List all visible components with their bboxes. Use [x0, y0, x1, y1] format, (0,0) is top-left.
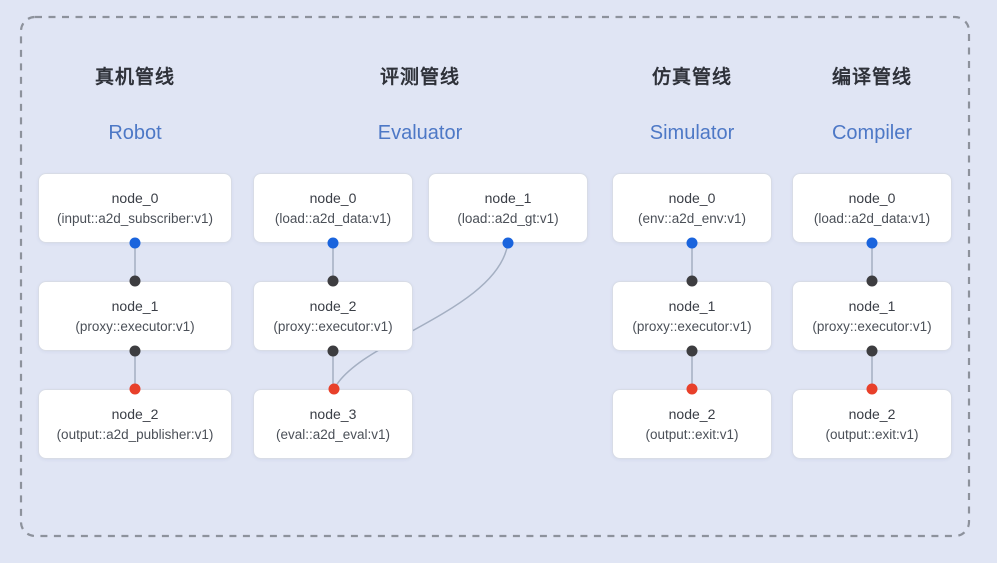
node-box-compiler-node-0: node_0 (load::a2d_data:v1) [792, 173, 952, 243]
pipeline-title-zh-evaluator: 评测管线 [379, 67, 460, 88]
node-name: node_1 [111, 297, 159, 314]
node-type: (output::a2d_publisher:v1) [56, 426, 214, 442]
node-type: (proxy::executor:v1) [812, 318, 932, 334]
node-name: node_0 [111, 189, 159, 206]
node-name: node_2 [111, 405, 159, 422]
node-box-simulator-node-2: node_2 (output::exit:v1) [612, 389, 772, 459]
node-box-simulator-node-0: node_0 (env::a2d_env:v1) [612, 173, 772, 243]
node-name: node_3 [309, 405, 357, 422]
node-type: (output::exit:v1) [645, 426, 739, 442]
node-name: node_2 [309, 297, 357, 314]
node-name: node_1 [668, 297, 716, 314]
node-name: node_0 [668, 189, 716, 206]
node-box-robot-node-2: node_2 (output::a2d_publisher:v1) [38, 389, 232, 459]
node-box-robot-node-1: node_1 (proxy::executor:v1) [38, 281, 232, 351]
node-type: (load::a2d_data:v1) [813, 210, 931, 226]
node-type: (proxy::executor:v1) [632, 318, 752, 334]
node-name: node_1 [484, 189, 532, 206]
pipeline-title-en-evaluator: Evaluator [377, 122, 463, 144]
node-box-evaluator-node-2: node_2 (proxy::executor:v1) [253, 281, 413, 351]
node-name: node_2 [668, 405, 716, 422]
pipeline-title-zh-compiler: 编译管线 [831, 67, 912, 88]
node-box-robot-node-0: node_0 (input::a2d_subscriber:v1) [38, 173, 232, 243]
node-name: node_2 [848, 405, 896, 422]
node-name: node_0 [848, 189, 896, 206]
node-type: (proxy::executor:v1) [273, 318, 393, 334]
node-type: (load::a2d_gt:v1) [457, 210, 559, 226]
pipeline-title-zh-robot: 真机管线 [94, 67, 175, 88]
node-type: (eval::a2d_eval:v1) [275, 426, 391, 442]
node-box-compiler-node-1: node_1 (proxy::executor:v1) [792, 281, 952, 351]
node-box-compiler-node-2: node_2 (output::exit:v1) [792, 389, 952, 459]
node-type: (env::a2d_env:v1) [637, 210, 747, 226]
node-name: node_0 [309, 189, 357, 206]
node-name: node_1 [848, 297, 896, 314]
node-type: (load::a2d_data:v1) [274, 210, 392, 226]
node-box-evaluator-node-3: node_3 (eval::a2d_eval:v1) [253, 389, 413, 459]
node-type: (input::a2d_subscriber:v1) [56, 210, 214, 226]
pipeline-title-en-robot: Robot [108, 122, 162, 144]
pipeline-title-en-compiler: Compiler [831, 122, 913, 144]
node-type: (proxy::executor:v1) [75, 318, 195, 334]
node-box-simulator-node-1: node_1 (proxy::executor:v1) [612, 281, 772, 351]
node-box-evaluator-node-1: node_1 (load::a2d_gt:v1) [428, 173, 588, 243]
node-type: (output::exit:v1) [825, 426, 919, 442]
node-box-evaluator-node-0: node_0 (load::a2d_data:v1) [253, 173, 413, 243]
